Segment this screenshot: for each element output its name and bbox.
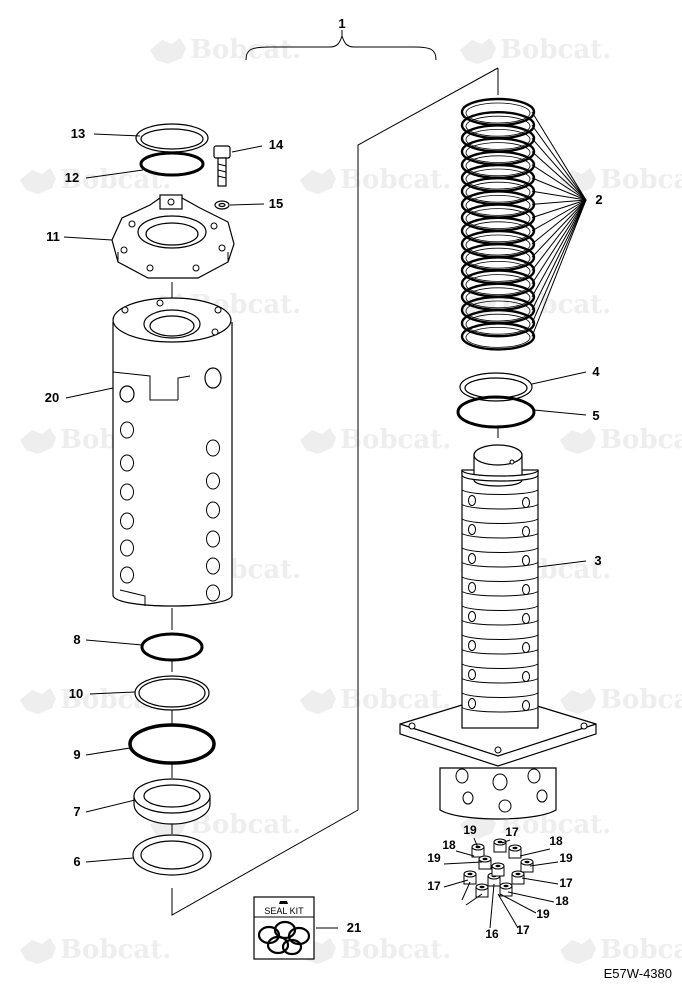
bobcat-watermark: Bobcat. xyxy=(20,935,171,965)
callout-8: 8 xyxy=(73,632,80,647)
callout-10: 10 xyxy=(69,686,83,701)
bobcat-watermark: Bobcat. xyxy=(150,810,301,840)
part-14-bolt xyxy=(213,145,231,187)
drawing-number: E57W-4380 xyxy=(604,966,672,981)
svg-text:Bobcat.: Bobcat. xyxy=(500,35,611,65)
callout-3: 3 xyxy=(594,553,601,568)
bobcat-watermark: Bobcat. xyxy=(560,685,682,715)
part-7-ring xyxy=(133,778,211,825)
bobcat-watermark: Bobcat. xyxy=(460,290,611,320)
callout-21: 21 xyxy=(347,920,361,935)
part-6-ring xyxy=(132,834,212,876)
callout-2: 2 xyxy=(595,192,602,207)
svg-text:Bobcat.: Bobcat. xyxy=(600,685,682,715)
svg-text:Bobcat.: Bobcat. xyxy=(340,425,451,455)
plug-part xyxy=(471,843,485,858)
plug-part xyxy=(463,870,477,885)
part-5-oring xyxy=(456,395,536,429)
part-20-housing xyxy=(112,297,233,607)
callout-5: 5 xyxy=(592,408,599,423)
callout-19: 19 xyxy=(559,851,573,865)
part-10-backup-ring xyxy=(134,675,210,711)
bobcat-watermark: Bobcat. xyxy=(460,35,611,65)
callout-17: 17 xyxy=(516,923,530,937)
assembly-bracket xyxy=(245,30,437,61)
part-3-swivel-shaft xyxy=(399,444,597,820)
svg-text:Bobcat.: Bobcat. xyxy=(60,935,171,965)
svg-text:Bobcat.: Bobcat. xyxy=(600,165,682,195)
part-11-cover xyxy=(111,194,235,279)
plug-part xyxy=(499,882,513,897)
plug-part xyxy=(511,870,525,885)
part-15-washer xyxy=(214,200,230,210)
part-8-oring xyxy=(140,632,204,662)
bobcat-watermark: Bobcat. xyxy=(150,35,301,65)
callout-labels: 1 2 3 4 5 6 7 8 9 10 11 12 13 14 15 20 2… xyxy=(45,16,603,941)
callout-6: 6 xyxy=(73,854,80,869)
plug-part xyxy=(508,844,522,859)
svg-text:Bobcat.: Bobcat. xyxy=(340,685,451,715)
callout-7: 7 xyxy=(73,804,80,819)
svg-text:Bobcat.: Bobcat. xyxy=(340,165,451,195)
bobcat-watermark: Bobcat. xyxy=(20,165,171,195)
part-12-oring xyxy=(139,151,205,177)
bobcat-watermark: Bobcat. xyxy=(560,165,682,195)
plug-part xyxy=(520,858,534,873)
callout-17: 17 xyxy=(427,879,441,893)
part-13-ring xyxy=(135,123,209,153)
part-2-seal-ring-stack xyxy=(460,97,536,351)
callout-17: 17 xyxy=(505,825,519,839)
svg-text:Bobcat.: Bobcat. xyxy=(190,810,301,840)
callout-15: 15 xyxy=(269,196,283,211)
svg-text:Bobcat.: Bobcat. xyxy=(600,425,682,455)
svg-text:Bobcat.: Bobcat. xyxy=(600,935,682,965)
callout-16: 16 xyxy=(485,927,499,941)
part-4-ring xyxy=(459,372,533,402)
bobcat-watermark: Bobcat. xyxy=(300,685,451,715)
bobcat-watermark: Bobcat. xyxy=(300,935,451,965)
plug-part xyxy=(491,862,505,877)
bobcat-watermark: Bobcat. xyxy=(560,935,682,965)
callout-19: 19 xyxy=(463,823,477,837)
callout-18: 18 xyxy=(555,894,569,908)
callout-20: 20 xyxy=(45,390,59,405)
bobcat-watermark: Bobcat. xyxy=(300,165,451,195)
plug-part xyxy=(493,838,507,853)
callout-18: 18 xyxy=(549,834,563,848)
callout-4: 4 xyxy=(592,364,600,379)
seal-kit-box: SEAL KIT xyxy=(253,896,315,960)
plug-part xyxy=(475,883,489,898)
seal-kit-label: SEAL KIT xyxy=(264,906,304,916)
callout-17: 17 xyxy=(559,876,573,890)
callout-13: 13 xyxy=(71,126,85,141)
parts-16-19-plugs xyxy=(443,837,559,929)
svg-text:Bobcat.: Bobcat. xyxy=(190,35,301,65)
leader-lines-2 xyxy=(531,111,587,337)
assembly-outline xyxy=(171,67,499,916)
bobcat-watermark: Bobcat. xyxy=(560,425,682,455)
bobcat-watermark: Bobcat. xyxy=(300,425,451,455)
callout-9: 9 xyxy=(73,747,80,762)
callout-19: 19 xyxy=(536,907,550,921)
svg-text:Bobcat.: Bobcat. xyxy=(60,165,171,195)
callout-12: 12 xyxy=(65,170,79,185)
callout-18: 18 xyxy=(442,838,456,852)
part-9-oring xyxy=(128,723,216,765)
leader-lines xyxy=(63,133,587,929)
callout-14: 14 xyxy=(269,137,284,152)
plug-part xyxy=(478,855,492,870)
callout-19: 19 xyxy=(427,851,441,865)
callout-11: 11 xyxy=(46,229,60,244)
callout-1: 1 xyxy=(338,16,345,31)
svg-text:Bobcat.: Bobcat. xyxy=(340,935,451,965)
